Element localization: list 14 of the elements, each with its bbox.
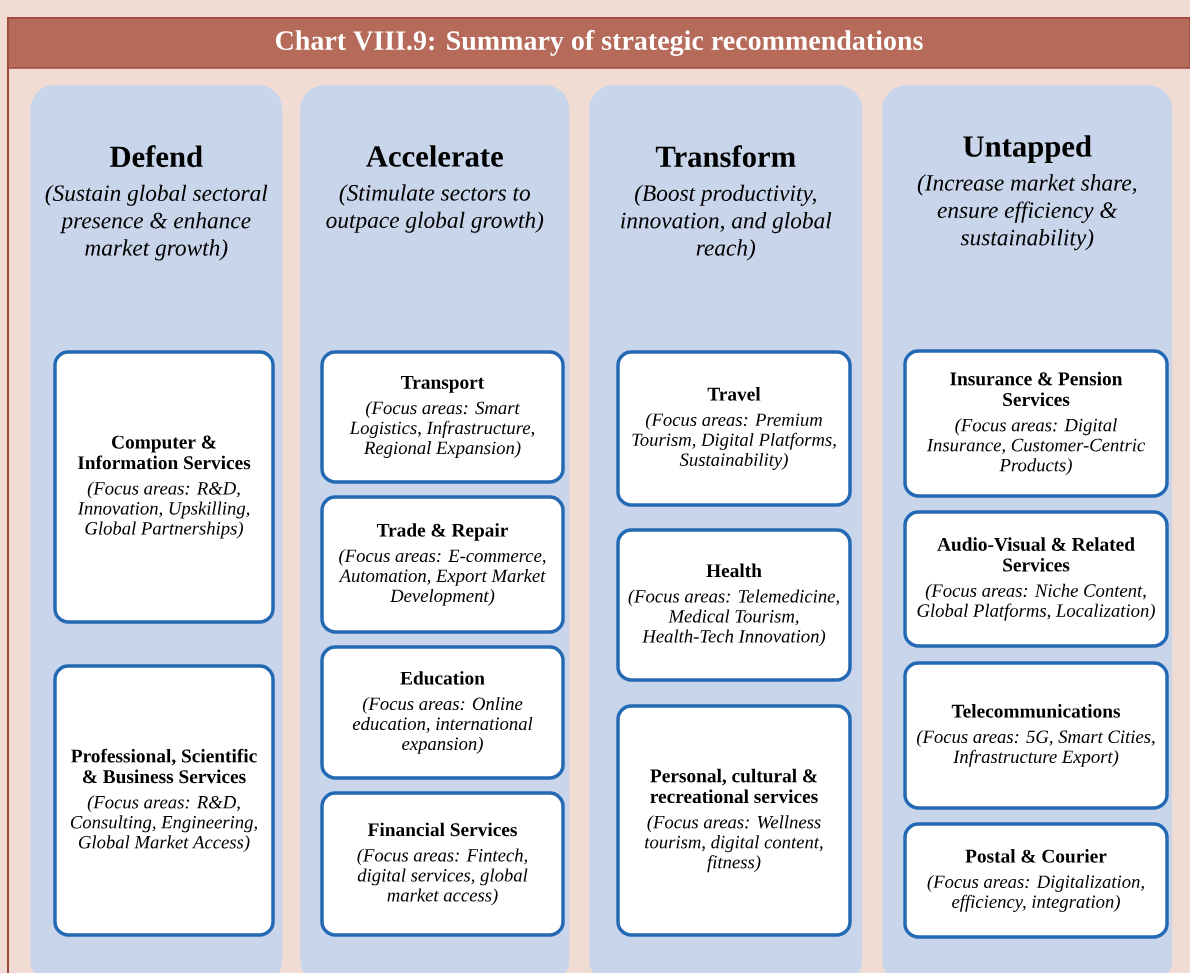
focus-area-box: Trade & Repair (Focus areas: E-commerce, Automation, Export Market Development): [320, 495, 565, 634]
focus-area-box: Computer & Information Services (Focus areas: R&D, Innovation, Upskilling, Global Partnerships): [53, 350, 275, 624]
focus-area-box: Travel (Focus areas: Premium Tourism, Digital Platforms, Sustainability): [616, 350, 852, 507]
focus-area-box: Education (Focus areas: Online education, international expansion): [320, 645, 565, 780]
focus-area-box: Health (Focus areas: Telemedicine, Medical Tourism, Health-Tech Innovation): [616, 528, 852, 682]
focus-area-box: Personal, cultural & recreational services (Focus areas: Wellness tourism, digital content, fitness): [616, 704, 852, 937]
title-banner: Chart VIII.9: Summary of strategic recommendations: [7, 17, 1190, 69]
focus-area-box: Financial Services (Focus areas: Fintech, digital services, global market access): [320, 791, 565, 937]
focus-area-box: Professional, Scientific & Business Services (Focus areas: R&D, Consulting, Engineering, Global Market Access): [53, 664, 275, 937]
focus-area-box: Audio-Visual & Related Services (Focus areas: Niche Content, Global Platforms, Localization): [903, 510, 1169, 648]
focus-area-box: Insurance & Pension Services (Focus areas: Digital Insurance, Customer-Centric Products): [903, 349, 1169, 498]
focus-area-box: Telecommunications (Focus areas: 5G, Smart Cities, Infrastructure Export): [903, 661, 1169, 810]
focus-area-box: Postal & Courier (Focus areas: Digitalization, efficiency, integration): [903, 822, 1169, 939]
focus-area-box: Transport (Focus areas: Smart Logistics, Infrastructure, Regional Expansion): [320, 350, 565, 484]
